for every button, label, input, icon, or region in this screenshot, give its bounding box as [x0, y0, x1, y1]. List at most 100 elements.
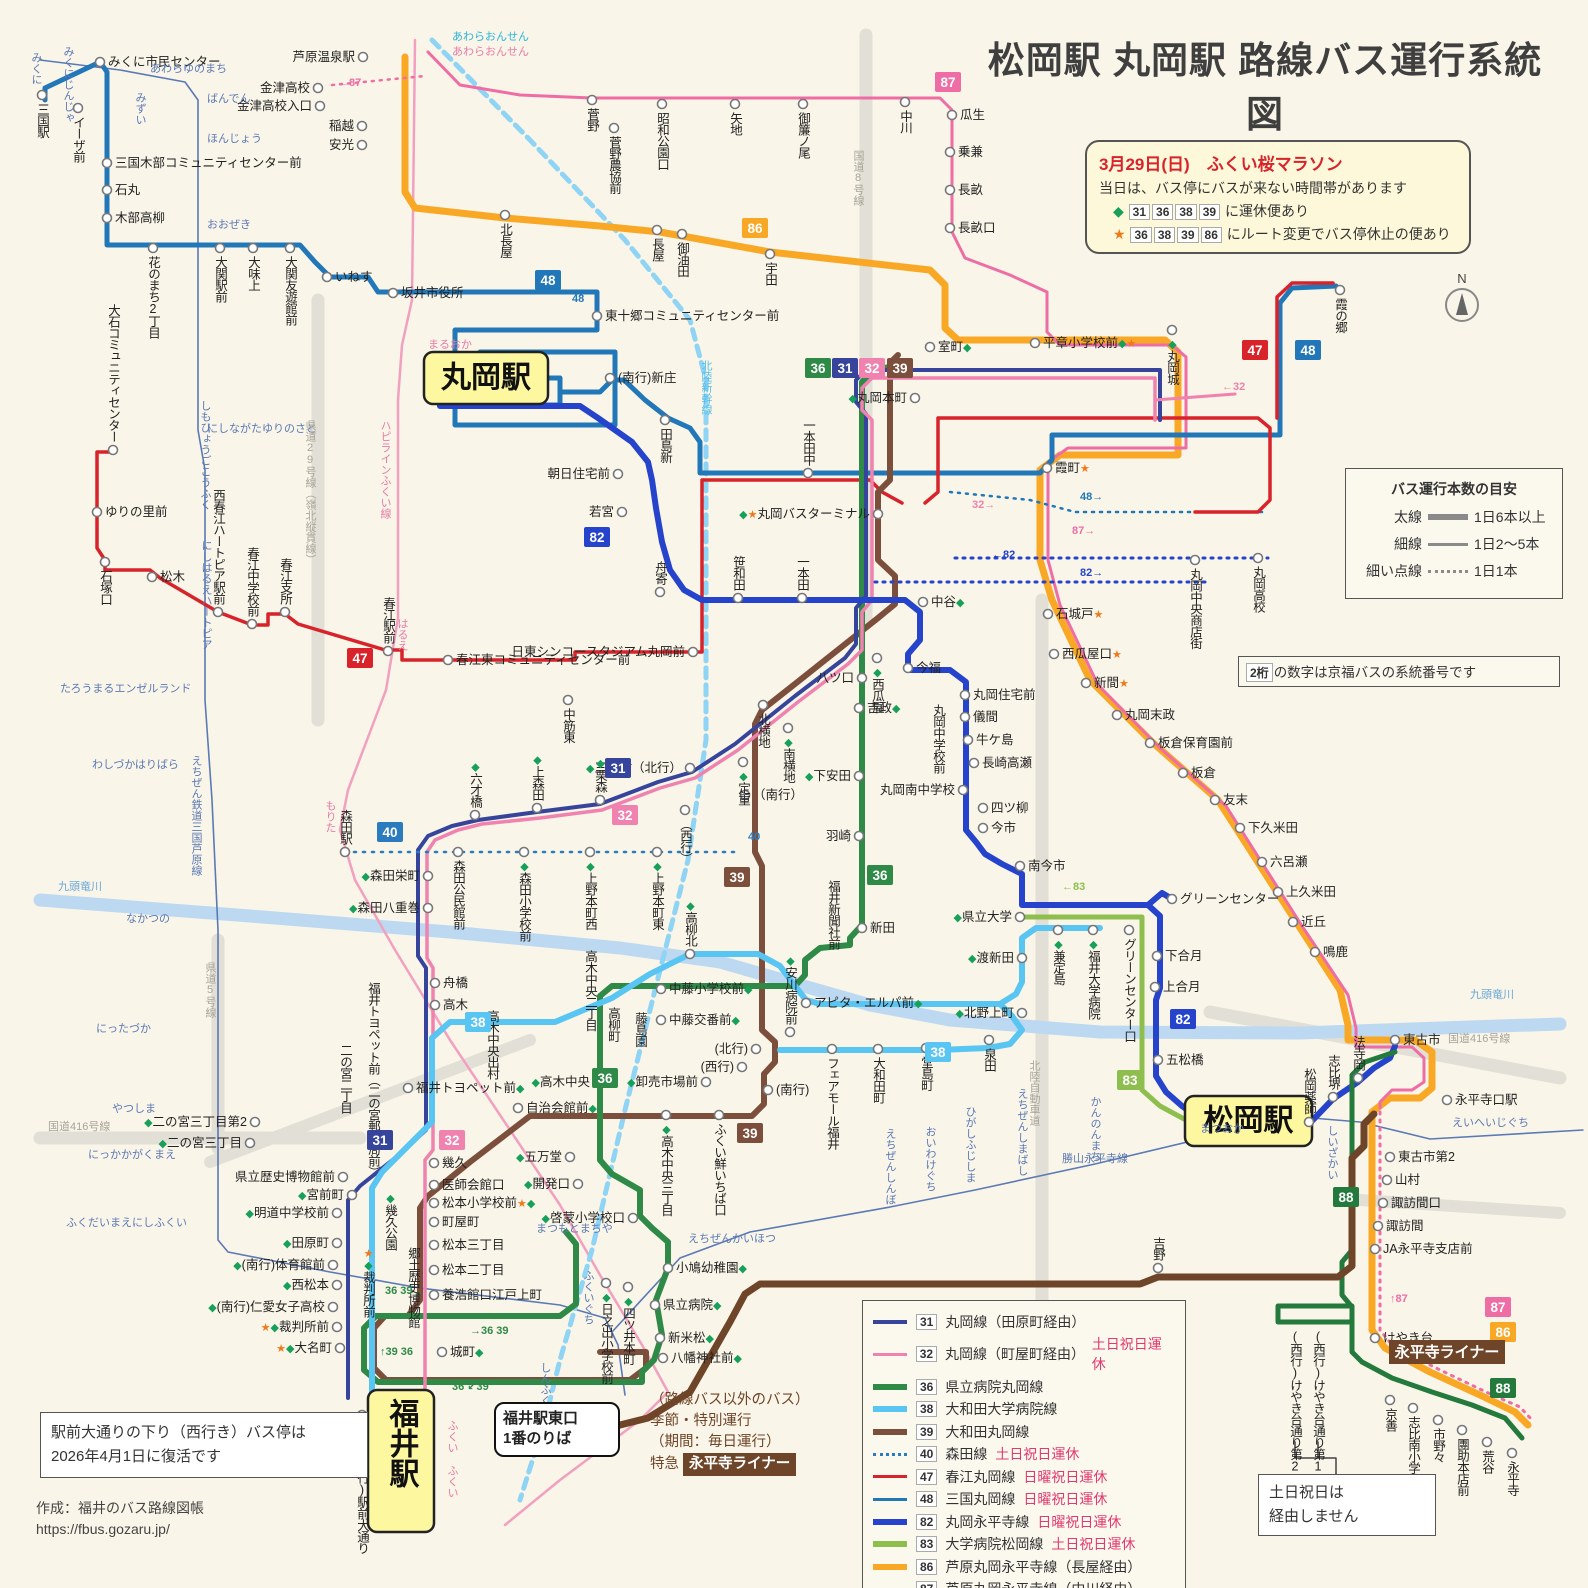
bus-stop-label: 鳴鹿 [1323, 944, 1348, 959]
bus-stop-label: 森田駅 [338, 809, 352, 846]
bus-stop-label: 福井トヨペット前◆ [416, 1080, 525, 1095]
bus-stop [654, 586, 666, 598]
bus-stop [946, 109, 958, 121]
bus-stop-label: 牛ケ島 [976, 732, 1014, 747]
bus-stop [357, 51, 369, 63]
bus-stop-label: ◆上森田 [530, 754, 544, 801]
bus-stop [429, 999, 441, 1011]
bus-stop-label: 舟橋 [443, 976, 469, 990]
bus-stop-label: 稲越 [329, 119, 355, 133]
route-badge-number: 82 [1175, 1012, 1190, 1027]
bus-stop [739, 789, 751, 801]
bus-stop [651, 846, 663, 858]
bus-stop [1377, 1197, 1389, 1209]
bus-stop-label: 石丸 [115, 183, 141, 197]
bus-stop [651, 224, 663, 236]
bus-stop [737, 756, 749, 768]
bus-stop [1256, 856, 1268, 868]
map-annotation: にっかかがくまえ [88, 1147, 176, 1161]
bus-stop [346, 1189, 358, 1201]
bus-stop-label: 四ツ柳 [991, 801, 1029, 815]
railway-line [338, 38, 670, 1527]
bus-stop [764, 248, 776, 260]
bus-stop-label: 長畝 [958, 183, 984, 197]
bus-stop [713, 1109, 725, 1121]
route-badge [1333, 1187, 1359, 1207]
bus-stop [977, 822, 989, 834]
route-badge-number: 38 [470, 1015, 486, 1030]
bus-stop-label: ◆森田栄町 [362, 868, 420, 883]
bus-stop-label: ◆五万堂 [516, 1150, 562, 1164]
bus-stop-label: 丸岡中央商店街 [1188, 568, 1202, 649]
route-badge-number: 82 [589, 530, 604, 545]
eiheiji-liner-badge: 永平寺ライナー [683, 1453, 797, 1477]
bus-stop [429, 977, 441, 989]
bus-stop-label: 森田公民館前 [451, 859, 465, 930]
bus-stop [1151, 950, 1163, 962]
route-badge-number: 31 [372, 1133, 388, 1148]
bus-stop [1080, 677, 1092, 689]
map-annotation: 北陸新幹線 [700, 360, 713, 415]
route-badge-number: 36 [872, 868, 888, 883]
bus-stop-label: 丸岡南中学校 [880, 782, 956, 797]
route-badge [1170, 1009, 1196, 1029]
map-annotation: あわらゆのまち [150, 62, 227, 75]
higashi-line2: 1番のりば [503, 1430, 572, 1448]
route-badge-number: 38 [930, 1045, 946, 1060]
bus-stop-label: ◆開発口 [524, 1177, 570, 1191]
bus-stop-label: 福井新聞社前 [826, 879, 840, 950]
map-annotation: ふくいぐち [582, 1270, 595, 1325]
route-badge [367, 1130, 393, 1150]
notice-text: にルート変更でバス停休止の便あり [1222, 226, 1451, 242]
bus-stop [856, 672, 868, 684]
route-badge-number: 32 [864, 361, 879, 376]
route-badge-number: 48 [1300, 343, 1316, 358]
bus-stop [312, 82, 324, 94]
bus-stop [331, 1207, 343, 1219]
bus-stop-label: 志比堺 [1326, 1055, 1340, 1091]
bus-stop [1309, 946, 1321, 958]
bus-stop-label: 高木中央二丁目 [583, 949, 597, 1031]
bus-stop [146, 571, 158, 583]
bus-stop-label: 近丘 [1301, 915, 1326, 929]
bus-stop-label: 花のまち2丁目 [146, 255, 160, 339]
bus-stop-label: 團助本店前 [1455, 1438, 1469, 1496]
bus-stop [1441, 1094, 1453, 1106]
bus-stop-label: 長畝口 [958, 221, 996, 235]
bus-stop [428, 1157, 440, 1169]
route-chip: 36 [1130, 227, 1152, 243]
route-32-line [423, 376, 1157, 1402]
route-badge [867, 865, 893, 885]
map-annotation: やつしま [112, 1102, 156, 1115]
bus-stop [101, 212, 113, 224]
bus-stop-label: 荒谷 [1480, 1450, 1494, 1475]
bus-stop [101, 157, 113, 169]
bus-stop-label: 東古市第2 [1398, 1149, 1455, 1164]
route-chip: 86 [1200, 227, 1222, 243]
route-badge [737, 1123, 763, 1143]
bus-stop-label: 丸岡住宅前 [973, 687, 1036, 702]
railway-line [429, 37, 709, 1503]
bus-stop [1327, 1091, 1339, 1103]
major-station-label: 丸岡駅 [440, 362, 531, 395]
bus-stop [1189, 554, 1201, 566]
bus-stop [334, 1342, 346, 1354]
bus-stop-label: 上久米田 [1286, 885, 1336, 899]
bus-stop [94, 56, 106, 68]
route-87-line [330, 74, 427, 87]
bus-stop [428, 1179, 440, 1191]
bus-stop-label: 吉野 [1151, 1237, 1165, 1261]
route-badge [1490, 1378, 1516, 1398]
bus-stop [924, 341, 936, 353]
ekimae-notice: 駅前大通りの下り（西行き）バス停は 2026年4月1日に復活です [40, 1412, 368, 1478]
bus-stop-label: 友末 [1223, 793, 1249, 807]
notice-line2: 当日は、バス停にバスが来ない時間帯があります [1099, 180, 1407, 196]
bus-stop [321, 271, 333, 283]
map-annotation: 九頭竜川 [58, 879, 102, 893]
map-annotation: もりた [324, 800, 336, 833]
